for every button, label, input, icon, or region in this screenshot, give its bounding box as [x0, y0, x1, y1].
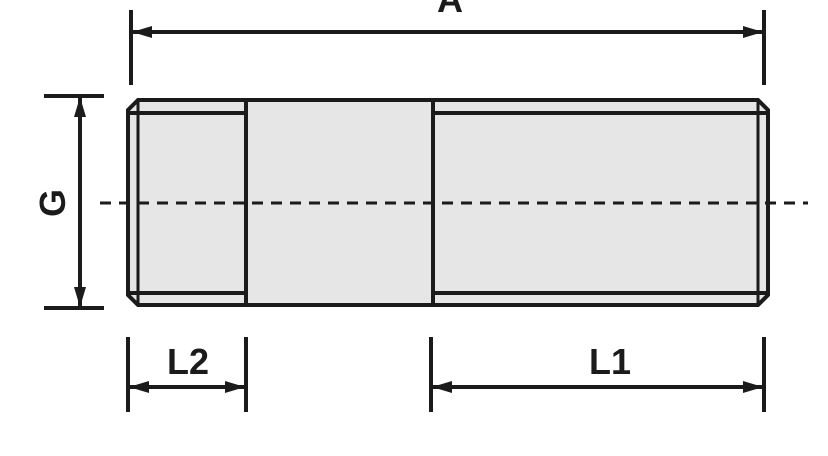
dimension-a-label: A: [437, 0, 463, 20]
dimension-l1: L1: [429, 337, 766, 412]
dimension-a: A: [129, 0, 766, 85]
dimension-g: G: [32, 94, 104, 310]
dimension-g-label: G: [32, 189, 73, 217]
dimension-l2: L2: [126, 337, 248, 412]
dimension-l1-label: L1: [589, 341, 631, 382]
dimension-l2-label: L2: [167, 341, 209, 382]
